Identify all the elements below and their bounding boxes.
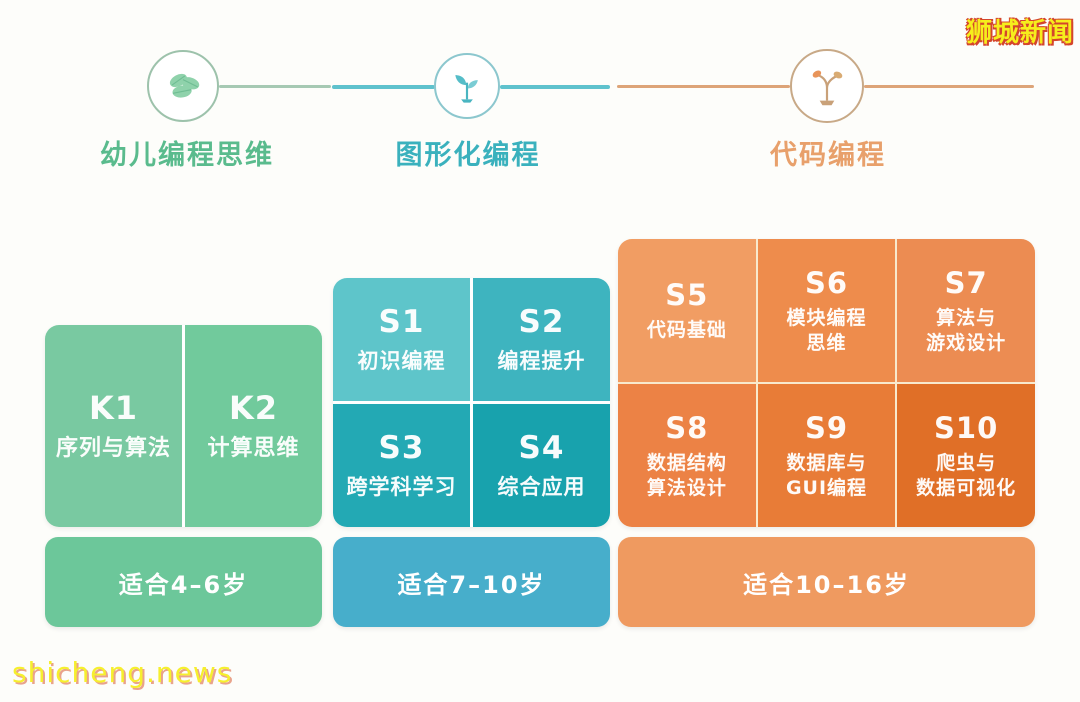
course-name: 初识编程 (357, 348, 446, 373)
timeline-segment-green (219, 85, 331, 88)
watermark-sitename: 狮城新闻 (965, 18, 1074, 48)
course-code: K2 (228, 388, 279, 427)
k-level-block: K1 序列与算法 K2 计算思维 (45, 325, 322, 527)
course-code: S1 (378, 303, 425, 340)
course-tile-s1: S1 初识编程 (333, 278, 470, 401)
course-tile-s5: S5 代码基础 (618, 239, 756, 382)
course-name: 计算思维 (207, 435, 300, 461)
course-tile-s7: S7 算法与 游戏设计 (897, 239, 1035, 382)
course-code: S5 (665, 278, 709, 313)
course-code: S7 (944, 265, 988, 300)
course-name: 代码基础 (646, 319, 727, 342)
timeline-segment-orange-a (617, 85, 790, 88)
stage-circle-code (790, 49, 864, 123)
course-code: S4 (518, 429, 565, 466)
timeline-segment-teal-b (500, 85, 610, 89)
course-code: S3 (378, 429, 425, 466)
sprout-icon (447, 66, 487, 106)
seeds-icon (161, 64, 205, 108)
course-code: S10 (934, 410, 999, 445)
course-name: 综合应用 (497, 474, 586, 499)
stage-label-kids: 幼儿编程思维 (100, 140, 274, 171)
course-code: S6 (804, 265, 849, 300)
stage-label-graphical: 图形化编程 (395, 140, 541, 171)
course-tile-k1: K1 序列与算法 (45, 325, 182, 527)
age-range-kids: 适合4–6岁 (45, 537, 322, 627)
course-code: S9 (804, 410, 849, 445)
stage-circle-graphical (434, 53, 500, 119)
watermark-url: shicheng.news (12, 656, 233, 689)
course-tile-s6: S6 模块编程 思维 (757, 239, 896, 382)
course-name: 数据库与 GUI编程 (785, 451, 868, 499)
course-tile-s3: S3 跨学科学习 (333, 404, 470, 527)
age-range-graphical: 适合7–10岁 (333, 537, 610, 627)
age-range-code: 适合10–16岁 (618, 537, 1035, 627)
timeline-segment-teal-a (332, 85, 435, 89)
course-tile-k2: K2 计算思维 (185, 325, 322, 527)
course-name: 爬虫与 数据可视化 (916, 451, 1017, 499)
course-name: 模块编程 思维 (786, 306, 867, 354)
course-name: 跨学科学习 (346, 474, 457, 499)
course-name: 算法与 游戏设计 (926, 306, 1007, 354)
code-level-block: S5 代码基础 S6 模块编程 思维 S7 算法与 游戏设计 S8 数据结构 算… (618, 239, 1035, 527)
course-code: K1 (88, 388, 139, 427)
course-tile-s8: S8 数据结构 算法设计 (618, 384, 756, 527)
course-tile-s2: S2 编程提升 (473, 278, 610, 401)
course-code: S2 (518, 303, 565, 340)
s-level-block: S1 初识编程 S2 编程提升 S3 跨学科学习 S4 综合应用 (333, 278, 610, 527)
sapling-icon (805, 64, 849, 108)
stage-label-code: 代码编程 (770, 140, 886, 171)
course-tile-s9: S9 数据库与 GUI编程 (757, 384, 896, 527)
course-code: S8 (665, 410, 709, 445)
course-name: 序列与算法 (55, 435, 171, 461)
course-name: 数据结构 算法设计 (646, 451, 727, 499)
course-name: 编程提升 (497, 348, 586, 373)
course-tile-s10: S10 爬虫与 数据可视化 (897, 384, 1035, 527)
stage-circle-kids (147, 50, 219, 122)
course-tile-s4: S4 综合应用 (473, 404, 610, 527)
timeline-segment-orange-b (864, 85, 1034, 88)
